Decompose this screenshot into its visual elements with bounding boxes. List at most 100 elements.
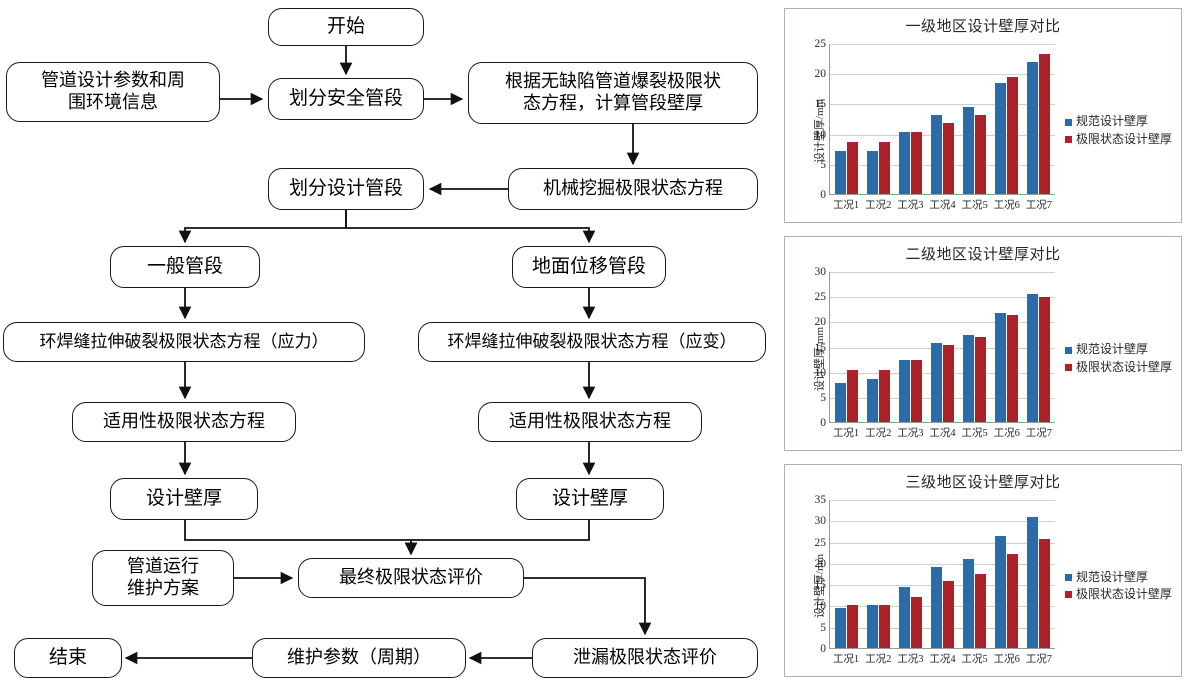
bar-level-1-5-series1	[963, 107, 975, 194]
x-tick-label-level-1-1: 工况1	[832, 200, 860, 211]
bar-category-level-1-6: 工况6	[991, 44, 1023, 211]
legend-label-level-3-1: 规范设计壁厚	[1076, 569, 1149, 584]
y-axis-label-level-2: 设计壁厚/mm	[814, 326, 827, 391]
gridline-level-2-20	[830, 322, 1055, 324]
bar-level-2-2-series1	[866, 379, 878, 422]
legend-item-level-3-1[interactable]: 规范设计壁厚	[1065, 569, 1172, 586]
flow-node-general-segment[interactable]: 一般管段	[110, 246, 260, 288]
legend-item-level-1-1[interactable]: 规范设计壁厚	[1065, 113, 1172, 130]
bar-level-1-3-series1	[898, 132, 910, 194]
gridline-level-1-5	[830, 164, 1055, 166]
gridline-level-3-25	[830, 542, 1055, 544]
bar-level-1-4-series2	[942, 122, 954, 194]
bar-level-1-7-series1	[1027, 61, 1039, 194]
bar-level-3-1-series1	[834, 608, 846, 648]
y-tick-label-level-1-25: 25	[814, 38, 827, 50]
legend-swatch-icon-level-3-2	[1065, 591, 1072, 599]
bar-category-level-2-2: 工况2	[862, 272, 894, 439]
gridline-level-3-30	[830, 521, 1055, 523]
gridline-level-1-10	[830, 134, 1055, 136]
y-tick-label-level-2-10: 10	[814, 366, 827, 379]
y-tick-label-level-3-20: 20	[814, 557, 827, 570]
flow-node-design-thickness-right[interactable]: 设计壁厚	[516, 478, 664, 520]
bar-level-2-2-series2	[878, 370, 890, 422]
flow-node-end[interactable]: 结束	[14, 638, 122, 678]
y-tick-label-level-3-15: 15	[814, 579, 827, 592]
bar-level-3-4-series2	[942, 580, 954, 648]
chart-legend-level-1: 规范设计壁厚极限状态设计壁厚	[1065, 113, 1172, 148]
y-tick-label-level-1-5: 5	[820, 158, 826, 171]
flow-node-serviceability-equation-left[interactable]: 适用性极限状态方程	[72, 402, 296, 442]
gridline-level-2-15	[830, 347, 1055, 349]
bar-level-1-7-series2	[1039, 54, 1051, 194]
legend-label-level-2-2: 极限状态设计壁厚	[1076, 359, 1173, 374]
legend-item-level-3-2[interactable]: 极限状态设计壁厚	[1065, 586, 1172, 603]
flow-node-girth-weld-stress-equation[interactable]: 环焊缝拉伸破裂极限状态方程（应力）	[3, 322, 365, 362]
bar-level-2-4-series1	[930, 343, 942, 422]
legend-item-level-2-1[interactable]: 规范设计壁厚	[1065, 341, 1172, 358]
bar-category-level-1-4: 工况4	[926, 44, 958, 211]
flow-node-maintenance-parameters[interactable]: 维护参数（周期）	[252, 638, 466, 678]
bar-category-level-2-6: 工况6	[991, 272, 1023, 439]
y-tick-label-level-3-35: 35	[814, 494, 827, 506]
bar-category-level-1-3: 工况3	[894, 44, 926, 211]
chart-title-level-3: 三级地区设计壁厚对比	[905, 475, 1061, 491]
y-tick-label-level-1-10: 10	[814, 128, 827, 141]
gridline-level-2-5	[830, 397, 1055, 399]
y-axis-label-level-1: 设计壁厚/mm	[814, 98, 827, 163]
flowchart-connectors	[124, 46, 652, 665]
gridline-level-3-20	[830, 563, 1055, 565]
flow-node-mechanical-excavation-equation[interactable]: 机械挖掘极限状态方程	[508, 168, 758, 210]
x-tick-label-level-2-3: 工况3	[897, 428, 924, 439]
bar-level-2-1-series2	[846, 370, 858, 422]
flow-node-girth-weld-strain-equation[interactable]: 环焊缝拉伸破裂极限状态方程（应变）	[418, 322, 766, 362]
flow-node-maintenance-plan[interactable]: 管道运行 维护方案	[92, 550, 234, 606]
x-tick-label-level-1-5: 工况5	[961, 200, 988, 211]
y-tick-label-level-3-10: 10	[814, 600, 827, 613]
y-tick-label-level-1-15: 15	[814, 98, 827, 111]
flow-node-burst-limit-state-equation[interactable]: 根据无缺陷管道爆裂极限状 态方程，计算管段壁厚	[468, 62, 758, 124]
flow-node-ground-displacement-segment[interactable]: 地面位移管段	[512, 246, 666, 288]
flow-node-divide-design-segment[interactable]: 划分设计管段	[268, 168, 424, 210]
bar-category-level-3-6: 工况6	[991, 500, 1023, 665]
bar-level-3-6-series1	[995, 536, 1007, 648]
flowchart: 开始 管道设计参数和周 围环境信息 划分安全管段 根据无缺陷管道爆裂极限状 态方…	[3, 8, 766, 678]
x-tick-label-level-2-2: 工况2	[865, 428, 892, 439]
flow-node-leak-limit-state-evaluation[interactable]: 泄漏极限状态评价	[532, 638, 758, 678]
flow-node-divide-safety-segment[interactable]: 划分安全管段	[268, 78, 424, 120]
gridline-level-2-10	[830, 372, 1055, 374]
y-axis-label-level-3: 设计壁厚/mm	[814, 553, 827, 618]
bar-category-level-1-2: 工况2	[862, 44, 894, 211]
bar-category-level-2-4: 工况4	[926, 272, 958, 439]
bar-level-3-5-series1	[963, 559, 975, 648]
legend-swatch-icon-level-2-1	[1065, 346, 1072, 354]
legend-item-level-1-2[interactable]: 极限状态设计壁厚	[1065, 131, 1172, 148]
bar-category-level-1-1: 工况1	[830, 44, 862, 211]
bar-category-level-3-4: 工况4	[926, 500, 958, 665]
bar-category-level-3-2: 工况2	[862, 500, 894, 665]
flow-node-start[interactable]: 开始	[268, 8, 424, 46]
x-tick-label-level-2-4: 工况4	[929, 428, 956, 439]
bar-level-3-1-series2	[846, 605, 858, 648]
y-tick-label-level-3-25: 25	[814, 536, 827, 549]
flow-node-final-limit-state-evaluation[interactable]: 最终极限状态评价	[298, 558, 524, 598]
bar-level-2-7-series2	[1039, 297, 1051, 422]
x-tick-label-level-3-7: 工况7	[1025, 654, 1053, 665]
flow-node-serviceability-equation-right[interactable]: 适用性极限状态方程	[478, 402, 702, 442]
flow-node-design-thickness-left[interactable]: 设计壁厚	[110, 478, 258, 520]
bar-level-3-5-series2	[975, 573, 987, 648]
bar-level-2-5-series2	[975, 336, 987, 422]
y-tick-label-level-2-25: 25	[814, 291, 827, 304]
legend-item-level-2-2[interactable]: 极限状态设计壁厚	[1065, 359, 1172, 376]
flow-node-design-params[interactable]: 管道设计参数和周 围环境信息	[6, 62, 220, 122]
bar-level-1-4-series1	[930, 115, 942, 194]
